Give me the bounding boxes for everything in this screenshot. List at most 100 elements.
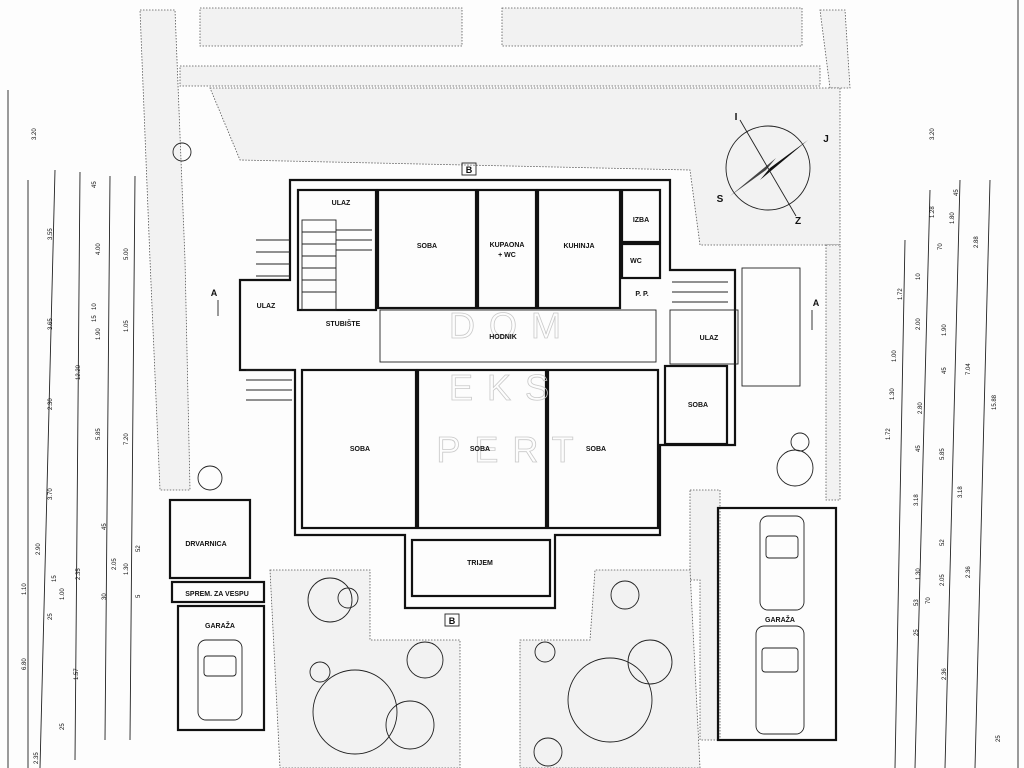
dim-left-5: 3.70	[48, 488, 54, 500]
dim-left-3: 3.65	[48, 318, 54, 330]
room-label-soba-center: SOBA	[470, 446, 490, 453]
room-label-soba-left: SOBA	[350, 446, 370, 453]
dim-right-27: 2.36	[942, 668, 948, 680]
dim-left-23: 1.30	[124, 563, 130, 575]
room-label-garaza-left: GARAŽA	[205, 621, 235, 630]
room-label-soba-small: SOBA	[688, 402, 708, 409]
trees	[172, 142, 814, 767]
dimension-lines-left	[7, 90, 136, 768]
dim-right-24: 5.85	[940, 448, 946, 460]
dim-right-20: 70	[938, 243, 944, 250]
dim-right-5: 3.18	[958, 486, 964, 498]
dim-left-22: 2.35	[76, 568, 82, 580]
dim-left-14: 10	[92, 303, 98, 310]
north-arrow-compass: I J S Z	[717, 112, 829, 227]
dim-right-7: 1.72	[898, 288, 904, 300]
dim-right-28: 70	[926, 597, 932, 604]
house	[168, 178, 838, 742]
dim-right-17: 45	[954, 189, 960, 196]
dim-right-26: 2.05	[940, 574, 946, 586]
room-label-kupaona-wc: + WC	[498, 252, 516, 259]
dim-right-10: 2.80	[918, 402, 924, 414]
dim-left-30: 1.57	[74, 668, 80, 680]
compass-letter-i: I	[735, 112, 738, 123]
dim-right-13: 53	[914, 599, 920, 606]
room-label-stubiste: STUBIŠTE	[326, 319, 361, 328]
compass-letter-s: S	[717, 194, 724, 205]
dim-right-15: 25	[914, 629, 920, 636]
section-mark-a-right: A	[813, 298, 820, 308]
dim-left-13: 5.00	[124, 248, 130, 260]
room-label-ulaz-top: ULAZ	[332, 200, 351, 207]
dim-left-20: 45	[102, 523, 108, 530]
room-label-pp: P. P.	[635, 291, 648, 298]
compass-letter-j: J	[823, 134, 829, 145]
dim-left-6: 12.20	[76, 364, 82, 380]
dim-left-26: 1.00	[60, 588, 66, 600]
dim-left-12: 4.00	[96, 243, 102, 255]
dim-right-29: 45	[916, 445, 922, 452]
dim-right-4: 15.88	[992, 394, 998, 410]
dimensions-right: 3.20 2.88 7.04 15.88 3.18 2.36 1.72 1.30…	[886, 128, 1002, 742]
dim-right-25: 45	[942, 367, 948, 374]
dim-left-9: 6.80	[22, 658, 28, 670]
dim-right-12: 3.18	[914, 494, 920, 506]
dim-right-3: 7.04	[966, 363, 972, 375]
dim-right-6: 2.36	[966, 566, 972, 578]
dim-left-27: 25	[48, 613, 54, 620]
section-mark-b-bottom: B	[449, 616, 456, 626]
dim-left-8: 1.10	[22, 583, 28, 595]
room-label-kuhinja: KUHINJA	[563, 243, 594, 250]
dim-left-28: 30	[102, 593, 108, 600]
dimensions-left: 3.20 3.55 3.65 2.30 3.70 12.20 2.90 1.10…	[22, 128, 142, 764]
watermark-line-1: DOM	[449, 305, 575, 346]
dim-left-17: 1.05	[124, 320, 130, 332]
dim-left-18: 5.85	[96, 428, 102, 440]
room-label-kupaona: KUPAONA	[490, 242, 525, 249]
dim-left-4: 2.30	[48, 398, 54, 410]
room-label-ulaz-left: ULAZ	[257, 303, 276, 310]
room-label-hodnik: HODNIK	[489, 334, 517, 341]
room-label-soba-top: SOBA	[417, 243, 437, 250]
watermark-line-3: PERT	[436, 429, 587, 470]
dim-left-2: 3.55	[48, 228, 54, 240]
room-label-wc: WC	[630, 258, 642, 265]
dim-right-11: 1.72	[886, 428, 892, 440]
room-labels: ULAZ SOBA KUPAONA + WC KUHINJA IZBA WC P…	[185, 200, 795, 630]
room-label-garaza-right: GARAŽA	[765, 615, 795, 624]
watermark-line-2: EKS	[449, 367, 563, 408]
section-mark-a-left: A	[211, 288, 218, 298]
dimension-lines-right	[894, 0, 1019, 768]
dim-right-19: 1.80	[950, 212, 956, 224]
dim-left-16: 1.90	[96, 328, 102, 340]
stair-treads	[246, 229, 728, 401]
garden-hedges	[139, 7, 851, 768]
room-label-soba-right: SOBA	[586, 446, 606, 453]
room-label-sprem: SPREM. ZA VESPU	[185, 591, 249, 598]
dim-left-10: 2.35	[34, 752, 40, 764]
dim-left-25: 15	[52, 575, 58, 582]
section-mark-b-top: B	[466, 165, 473, 175]
room-label-trijem: TRIJEM	[467, 560, 493, 567]
dim-right-14: 1.30	[916, 568, 922, 580]
dim-right-1: 3.20	[930, 128, 936, 140]
dim-left-21: 2.05	[112, 558, 118, 570]
dim-right-16: 25	[996, 735, 1002, 742]
dim-left-7: 2.90	[36, 543, 42, 555]
dim-left-19: 7.20	[124, 433, 130, 445]
dim-right-9: 1.00	[892, 350, 898, 362]
cars	[197, 515, 805, 735]
dim-right-18: 1.28	[930, 206, 936, 218]
dim-right-30: 52	[940, 539, 946, 546]
room-label-drvarnica: DRVARNICA	[185, 541, 226, 548]
section-marks: A A B B	[211, 162, 820, 627]
compass-letter-z: Z	[795, 216, 801, 227]
dim-left-15: 15	[92, 315, 98, 322]
room-label-izba: IZBA	[633, 217, 649, 224]
dim-right-21: 10	[916, 273, 922, 280]
dim-left-31: 25	[60, 723, 66, 730]
dim-left-29: 5	[136, 594, 142, 598]
dim-right-22: 2.00	[916, 318, 922, 330]
